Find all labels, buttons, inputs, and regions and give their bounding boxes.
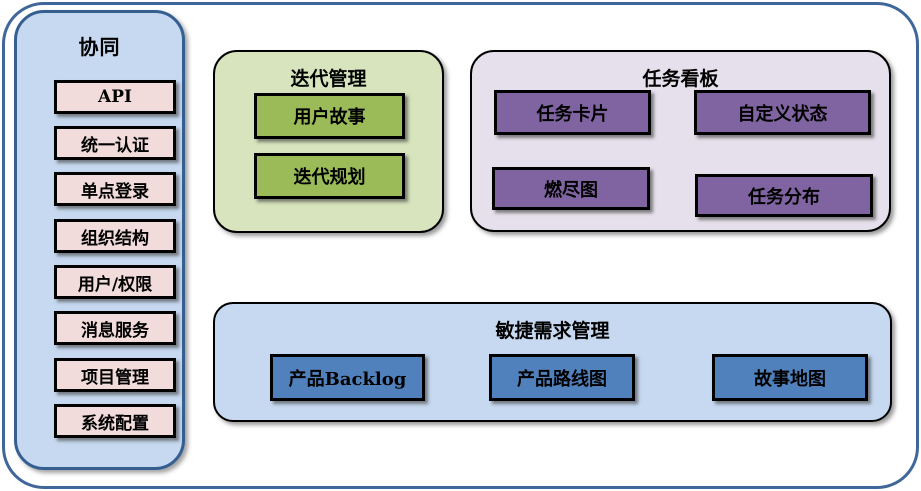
sidebar-item-org-structure: 组织结构	[54, 219, 176, 253]
group-agile-requirements: 敏捷需求管理 产品Backlog 产品路线图 故事地图	[213, 302, 892, 422]
node-iteration-planning: 迭代规划	[254, 153, 405, 199]
node-product-backlog: 产品Backlog	[270, 354, 425, 401]
group-iteration-title: 迭代管理	[290, 69, 367, 90]
node-custom-status: 自定义状态	[694, 90, 871, 135]
group-iteration-management: 迭代管理 用户故事 迭代规划	[213, 50, 444, 233]
group-requirements-title: 敏捷需求管理	[495, 321, 610, 342]
node-task-distribution: 任务分布	[695, 174, 873, 217]
node-product-roadmap: 产品路线图	[489, 354, 635, 401]
sidebar-item-sso: 单点登录	[54, 172, 176, 206]
sidebar-collaboration-panel: 协同 API 统一认证 单点登录 组织结构 用户/权限 消息服务 项目管理 系统…	[14, 10, 185, 470]
sidebar-item-unified-auth: 统一认证	[54, 126, 176, 160]
node-story-map: 故事地图	[712, 354, 868, 401]
node-burndown-chart: 燃尽图	[492, 167, 650, 210]
sidebar-item-system-config: 系统配置	[54, 404, 176, 438]
sidebar-item-api: API	[54, 80, 176, 114]
node-task-card: 任务卡片	[494, 90, 651, 135]
sidebar-title: 协同	[78, 37, 121, 59]
sidebar-item-project-management: 项目管理	[54, 358, 176, 392]
group-taskboard-title: 任务看板	[642, 69, 719, 90]
node-user-story: 用户故事	[254, 93, 405, 139]
sidebar-item-message-service: 消息服务	[54, 311, 176, 345]
group-task-board: 任务看板 任务卡片 自定义状态 燃尽图 任务分布	[470, 50, 891, 232]
sidebar-item-user-permissions: 用户/权限	[54, 265, 176, 299]
